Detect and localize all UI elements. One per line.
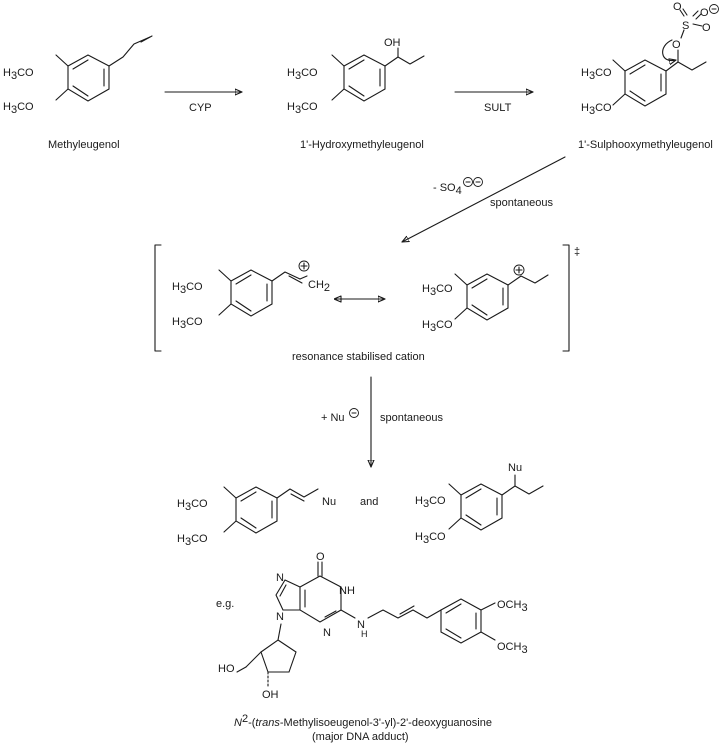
svg-text:N: N [357,619,365,631]
left-bracket [154,244,162,352]
label-hydroxymethyleugenol: 1'-Hydroxymethyleugenol [300,139,424,151]
label-adduct-name: N2-(trans-Methylisoeugenol-3'-yl)-2'-deo… [234,713,492,729]
svg-text:N: N [323,627,331,639]
svg-text:H3CO: H3CO [415,531,446,546]
svg-text:O: O [673,1,682,13]
svg-text:H3CO: H3CO [177,498,208,513]
svg-text:H3CO: H3CO [287,67,318,82]
minus-charge-icon [463,177,483,187]
svg-text:NH: NH [339,585,355,597]
svg-text:OCH3: OCH3 [497,641,528,656]
label-adduct-note: (major DNA adduct) [312,731,409,743]
svg-text:Nu: Nu [508,462,522,474]
svg-text:H3CO: H3CO [422,283,453,298]
cation-allylic-structure: CH2 H3CO H3CO [172,260,330,331]
svg-text:H3CO: H3CO [422,319,453,334]
dagger-symbol: ‡ [574,246,580,258]
product-branched-structure: Nu H3CO H3CO [415,462,544,546]
product-linear-structure: Nu H3CO H3CO [177,486,336,548]
svg-text:N: N [276,572,284,584]
svg-text:N: N [276,611,284,623]
label-eg: e.g. [216,598,234,610]
label-sult: SULT [484,102,512,114]
dna-adduct-structure: O N N NH N N H OCH3 OCH3 O HO OH [218,551,528,701]
label-spontaneous-1: spontaneous [490,197,553,209]
label-resonance-cation: resonance stabilised cation [292,351,425,363]
label-nu-reagent: + Nu [321,412,345,424]
svg-text:S: S [682,20,689,32]
svg-text:H3CO: H3CO [581,102,612,117]
label-and: and [360,496,378,508]
svg-text:H3CO: H3CO [3,67,34,82]
right-bracket [562,244,570,352]
cation-benzylic-structure: H3CO H3CO [422,264,549,334]
svg-text:H: H [361,629,368,639]
svg-text:H3CO: H3CO [172,316,203,331]
arrow-spontaneous-1 [401,156,566,243]
svg-text:H3CO: H3CO [172,281,203,296]
minus-charge-icon-2 [349,408,359,418]
double-bond-line [290,493,305,502]
label-minus-so4: - SO4 [433,182,462,197]
sulphooxymethyleugenol-structure: O S O O O H3CO H3CO [581,1,719,117]
label-spontaneous-2: spontaneous [380,412,443,424]
svg-text:CH2: CH2 [308,279,330,294]
svg-text:OH: OH [384,37,401,49]
label-cyp: CYP [189,102,212,114]
svg-text:H3CO: H3CO [287,101,318,116]
svg-text:O: O [316,551,325,563]
svg-text:OH: OH [262,689,279,701]
svg-text:O: O [702,22,711,34]
svg-text:OCH3: OCH3 [497,599,528,614]
svg-text:HO: HO [218,663,235,675]
label-methyleugenol: Methyleugenol [48,139,120,151]
svg-text:H3CO: H3CO [581,67,612,82]
hydroxymethyleugenol-structure: OH H3CO H3CO [287,37,425,116]
methyleugenol-structure: H3CO H3CO [3,35,153,116]
svg-text:H3CO: H3CO [415,495,446,510]
svg-text:H3CO: H3CO [3,101,34,116]
svg-text:O: O [700,7,709,19]
svg-text:H3CO: H3CO [177,533,208,548]
svg-text:Nu: Nu [322,496,336,508]
svg-text:O: O [672,39,681,51]
label-sulphooxymethyleugenol: 1'-Sulphooxymethyleugenol [578,139,713,151]
